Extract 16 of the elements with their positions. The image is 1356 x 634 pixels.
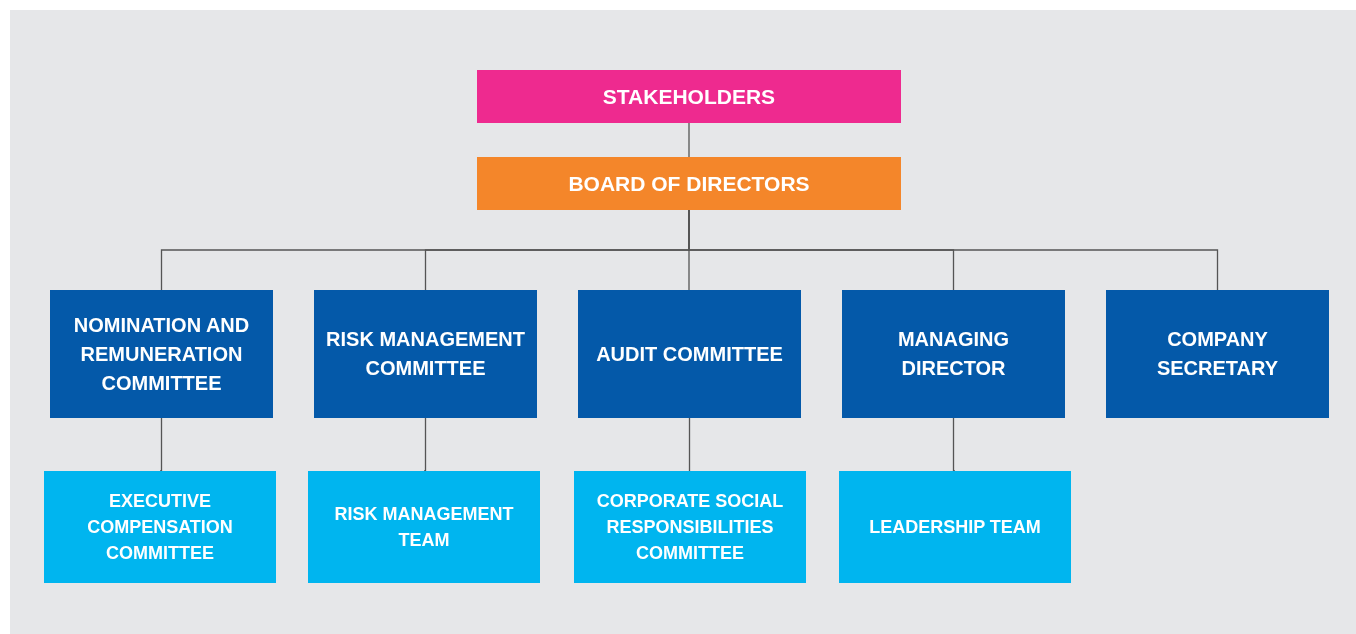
committee-box: RISK MANAGEMENT COMMITTEE xyxy=(314,290,537,418)
connector-line xyxy=(952,417,956,472)
org-box: BOARD OF DIRECTORS xyxy=(477,157,901,210)
connector-line xyxy=(423,417,427,472)
team-box: LEADERSHIP TEAM xyxy=(839,471,1071,583)
committee-box: AUDIT COMMITTEE xyxy=(578,290,801,418)
committee-box: NOMINATION AND REMUNERATION COMMITTEE xyxy=(50,290,273,418)
committee-box: COMPANY SECRETARY xyxy=(1106,290,1329,418)
team-box: EXECUTIVE COMPENSATION COMMITTEE xyxy=(44,471,276,583)
connector-line xyxy=(159,417,163,472)
team-box: RISK MANAGEMENT TEAM xyxy=(308,471,540,583)
connector-line xyxy=(688,122,690,158)
org-box: STAKEHOLDERS xyxy=(477,70,901,123)
connector-line xyxy=(688,417,691,472)
committee-box: MANAGING DIRECTOR xyxy=(842,290,1065,418)
team-box: CORPORATE SOCIAL RESPONSIBILITIES COMMITTEE xyxy=(574,471,806,583)
